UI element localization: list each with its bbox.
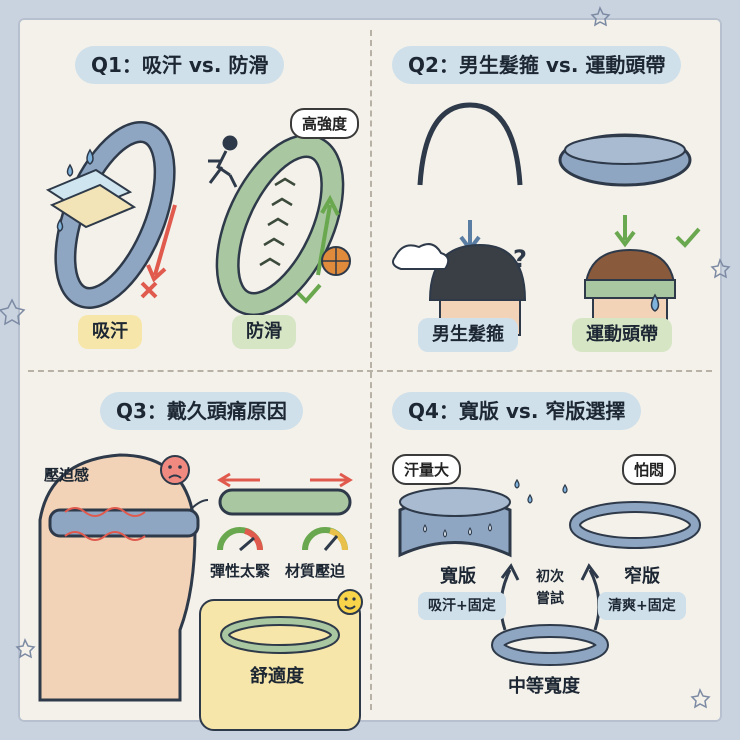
tag-narrow: 清爽+固定 (598, 592, 686, 620)
wide-band (398, 487, 512, 558)
gauge-icon (302, 527, 348, 551)
smile-face-icon (337, 589, 363, 615)
check-icon (675, 227, 701, 248)
water-drop-icon (650, 293, 660, 312)
label-narrow: 窄版 (624, 566, 660, 587)
q2-illustration: ? (392, 102, 701, 336)
q1-bubble: 高強度 (290, 108, 360, 139)
gauge-icon (217, 527, 263, 552)
bubble-stuffy: 怕悶 (622, 454, 677, 485)
question-mark-icon: ? (513, 245, 527, 273)
star-icon (0, 298, 26, 326)
label-first-try: 初次嘗試 (536, 569, 564, 607)
label-pressure: 壓迫感 (44, 466, 90, 484)
horizontal-divider (28, 370, 712, 372)
q3-title: Q3：戴久頭痛原因 (100, 392, 303, 430)
label-medium: 中等寬度 (508, 676, 580, 697)
label-grip: 防滑 (232, 315, 296, 349)
q2-title: Q2：男生髮箍 vs. 運動頭帶 (392, 46, 682, 84)
star-icon (590, 6, 611, 27)
label-comfort: 舒適度 (236, 660, 318, 694)
label-wide: 寬版 (440, 566, 476, 587)
water-drop-icon (514, 478, 533, 504)
hairband-shape (417, 102, 523, 186)
grip-band (208, 133, 351, 317)
cloud-icon (392, 243, 450, 270)
check-icon (296, 283, 322, 304)
label-material-pressure: 材質壓迫 (285, 562, 346, 580)
q4-illustration (398, 478, 701, 666)
label-sweat: 吸汗 (78, 315, 142, 349)
water-drop-icon (86, 148, 94, 165)
bubble-sweat: 汗量大 (392, 454, 462, 485)
q3-illustration (38, 453, 363, 731)
q4-title: Q4：寬版 vs. 窄版選擇 (392, 392, 642, 430)
cross-icon (140, 281, 158, 299)
arrow-right-icon (310, 472, 353, 488)
sad-face-icon (160, 455, 190, 485)
star-icon (15, 638, 36, 659)
q1-title: Q1：吸汗 vs. 防滑 (75, 46, 285, 84)
label-hairband: 男生髮箍 (418, 318, 518, 352)
tag-wide: 吸汗+固定 (418, 592, 506, 620)
narrow-band (569, 501, 701, 549)
medium-band (491, 624, 609, 666)
label-elastic-tight: 彈性太緊 (210, 562, 271, 580)
q1-illustration (45, 121, 351, 317)
runner-icon (208, 135, 238, 188)
water-drop-icon (56, 218, 64, 232)
arrow-left-icon (217, 472, 260, 488)
stretched-band (218, 488, 352, 516)
star-icon (690, 688, 711, 709)
water-drop-icon (562, 483, 568, 494)
head-profile (38, 453, 197, 702)
label-headband: 運動頭帶 (572, 318, 672, 352)
water-drop-icon (66, 163, 74, 177)
sweat-band (45, 121, 177, 309)
star-icon (710, 258, 731, 279)
basketball-icon (321, 246, 351, 276)
